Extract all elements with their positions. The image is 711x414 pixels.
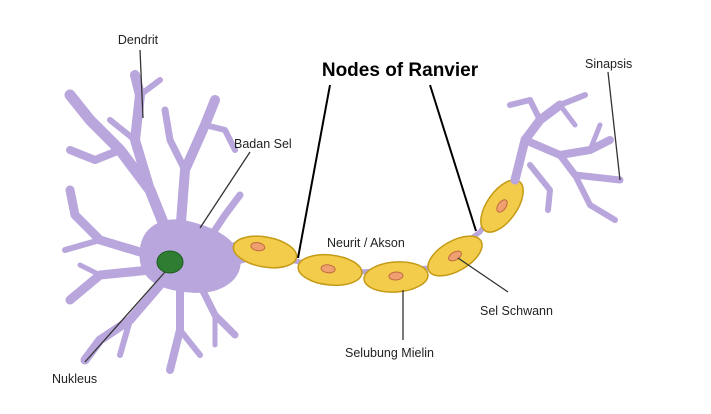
leader-cell-body (199, 151, 251, 229)
label-myelin: Selubung Mielin (345, 346, 434, 360)
label-dendrite: Dendrit (118, 33, 159, 47)
myelin-segment (232, 235, 298, 269)
myelin-segment (427, 235, 483, 277)
neuron-cell (62, 70, 246, 374)
leader-synapse (607, 71, 621, 181)
leader-node-1 (297, 84, 331, 259)
label-nucleus: Nukleus (52, 372, 97, 386)
leader-lines (84, 49, 621, 363)
myelin-segment (363, 261, 429, 293)
label-cell-body: Badan Sel (234, 137, 292, 151)
dendrites (62, 70, 244, 374)
nucleus-shape (156, 250, 184, 274)
myelin-segment (297, 253, 363, 287)
myelin-sheath (232, 179, 524, 293)
label-axon: Neurit / Akson (327, 236, 405, 250)
leader-nucleus (84, 271, 166, 363)
leader-dendrite (139, 49, 144, 119)
label-schwann: Sel Schwann (480, 304, 553, 318)
diagram-title: Nodes of Ranvier (322, 60, 479, 81)
axon-terminals (507, 92, 624, 223)
leader-node-2 (429, 84, 477, 232)
label-synapse: Sinapsis (585, 57, 632, 71)
leader-schwann (457, 257, 509, 293)
